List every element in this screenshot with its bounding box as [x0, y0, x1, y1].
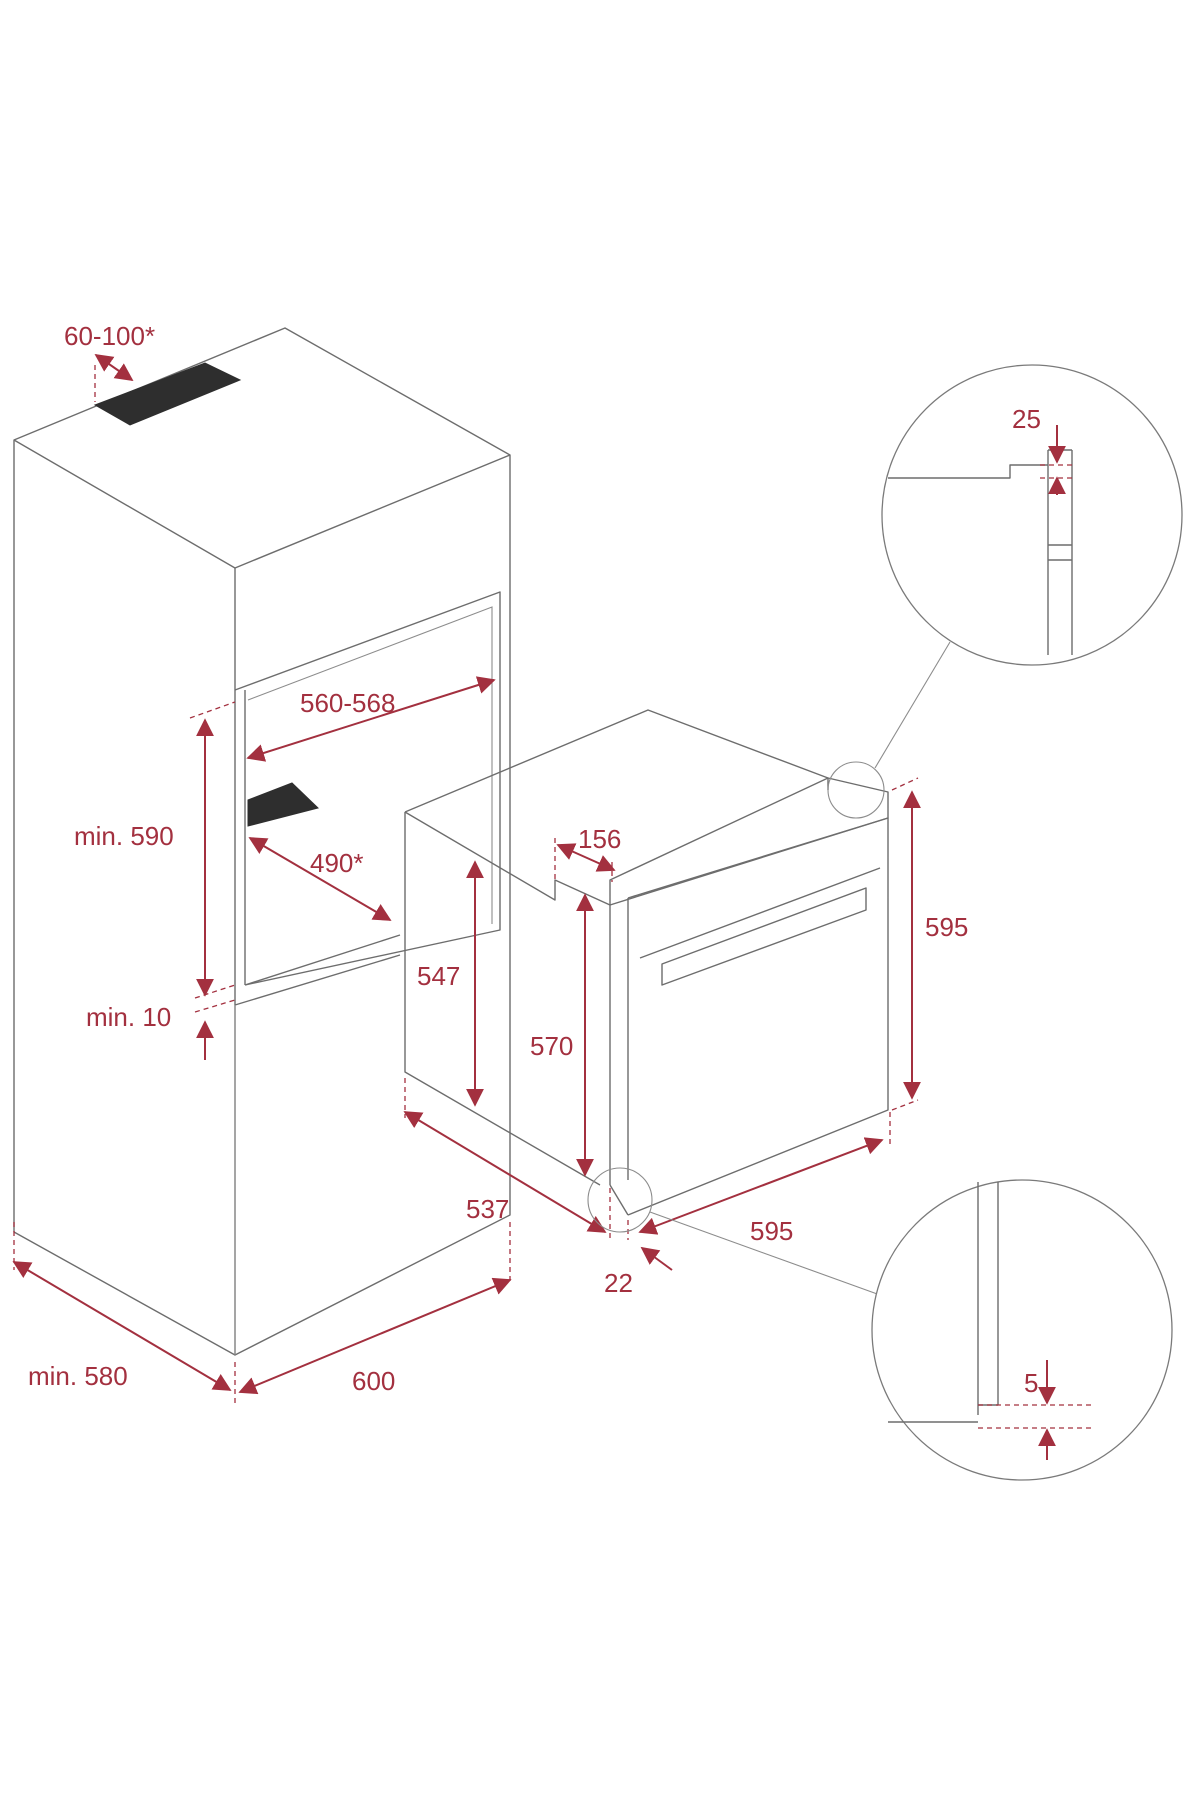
label-cavity-depth: 490* — [310, 848, 364, 878]
detail-top — [881, 364, 1183, 666]
label-cavity-width: 560-568 — [300, 688, 395, 718]
label-oven-body-height: 547 — [417, 961, 460, 991]
label-cabinet-width: 600 — [352, 1366, 395, 1396]
label-oven-top-step: 156 — [578, 824, 621, 854]
dimension-labels: 60-100* 560-568 min. 590 490* min. 10 mi… — [28, 321, 1041, 1398]
detail-leaders — [587, 641, 951, 1296]
label-oven-front-height: 570 — [530, 1031, 573, 1061]
detail-bottom — [871, 1179, 1173, 1481]
label-cavity-height: min. 590 — [74, 821, 174, 851]
oven — [404, 709, 889, 1216]
label-cabinet-depth: min. 580 — [28, 1361, 128, 1391]
label-vent-top: 60-100* — [64, 321, 155, 351]
label-gap-bottom: min. 10 — [86, 1002, 171, 1032]
bottom-vent-opening — [247, 782, 319, 827]
label-door-thickness: 22 — [604, 1268, 633, 1298]
label-oven-total-height: 595 — [925, 912, 968, 942]
label-oven-depth: 537 — [466, 1194, 509, 1224]
label-detail-bottom: 5 — [1024, 1368, 1038, 1398]
dimension-lines — [12, 353, 921, 1405]
label-detail-top: 25 — [1012, 404, 1041, 434]
top-vent-opening — [93, 362, 242, 426]
label-oven-width: 595 — [750, 1216, 793, 1246]
